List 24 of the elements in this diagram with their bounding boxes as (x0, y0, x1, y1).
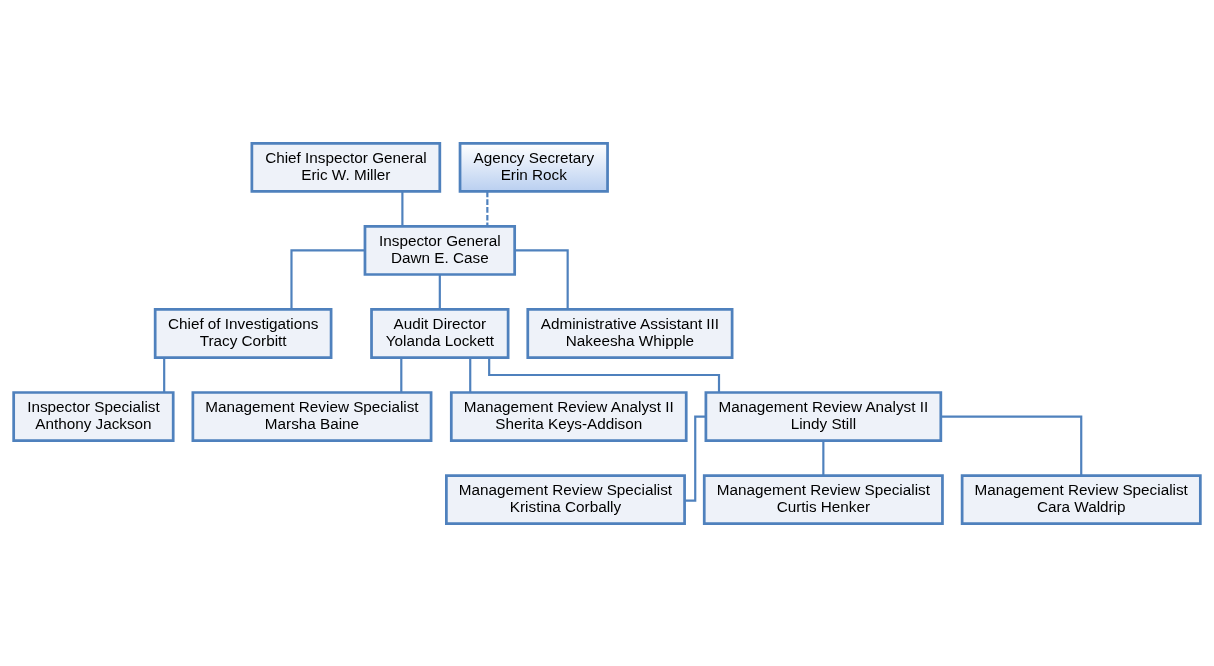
node-box: Chief Inspector General Eric W. Miller (250, 141, 442, 193)
node-box: Chief of Investigations Tracy Corbitt (153, 307, 333, 359)
connector (290, 248, 365, 309)
node-box: Management Review Analyst II Sherita Keys-Addison (449, 390, 688, 442)
node-box: Management Review Specialist Cara Waldrip (960, 473, 1202, 525)
node-box: Agency Secretary Erin Rock (458, 141, 609, 193)
node-box: Management Review Specialist Marsha Baine (191, 390, 433, 442)
connector (469, 357, 472, 392)
node-box: Management Review Specialist Curtis Henker (702, 473, 944, 525)
connector (401, 191, 404, 226)
connector (940, 414, 1083, 475)
connector (486, 191, 489, 226)
connector (514, 248, 569, 309)
connector (400, 357, 403, 392)
node-box: Audit Director Yolanda Lockett (370, 307, 510, 359)
node-box: Management Review Analyst II Lindy Still (704, 390, 943, 442)
node-box: Management Review Specialist Kristina Corbally (445, 473, 686, 525)
node-box: Administrative Assistant III Nakeesha Whipple (526, 307, 734, 359)
connector (822, 440, 825, 475)
node-box: Inspector General Dawn E. Case (363, 224, 517, 276)
connector (438, 274, 441, 309)
connector (163, 357, 166, 392)
connector (684, 414, 706, 502)
node-box: Inspector Specialist Anthony Jackson (12, 390, 175, 442)
